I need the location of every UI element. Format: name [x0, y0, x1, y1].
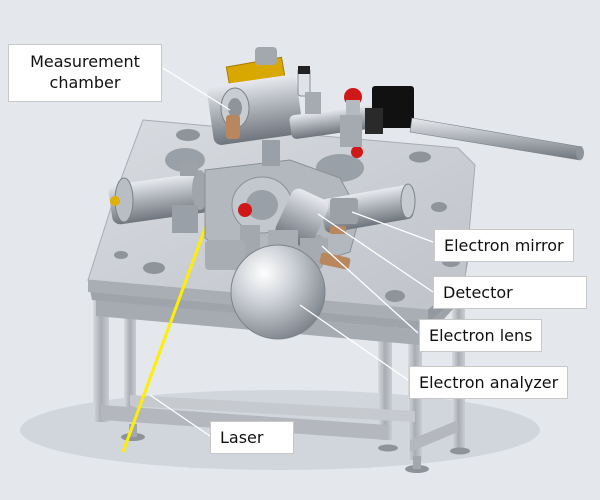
label-measurement-chamber-line1: Measurement [30, 52, 140, 71]
electron-analyzer-sphere [230, 230, 326, 340]
left-beamline [108, 162, 220, 233]
label-electron-mirror: Electron mirror [434, 229, 574, 262]
label-measurement-chamber: Measurement chamber [8, 44, 162, 102]
label-detector: Detector [433, 276, 587, 309]
measurement-chamber-assembly [207, 47, 584, 166]
laser-beam [121, 214, 212, 453]
label-electron-analyzer: Electron analyzer [409, 366, 569, 399]
callout-leader-lines [149, 67, 434, 437]
label-laser: Laser [210, 421, 294, 454]
label-electron-lens: Electron lens [419, 319, 543, 352]
label-measurement-chamber-line2: chamber [49, 73, 121, 92]
electron-mirror-tube [320, 183, 416, 233]
